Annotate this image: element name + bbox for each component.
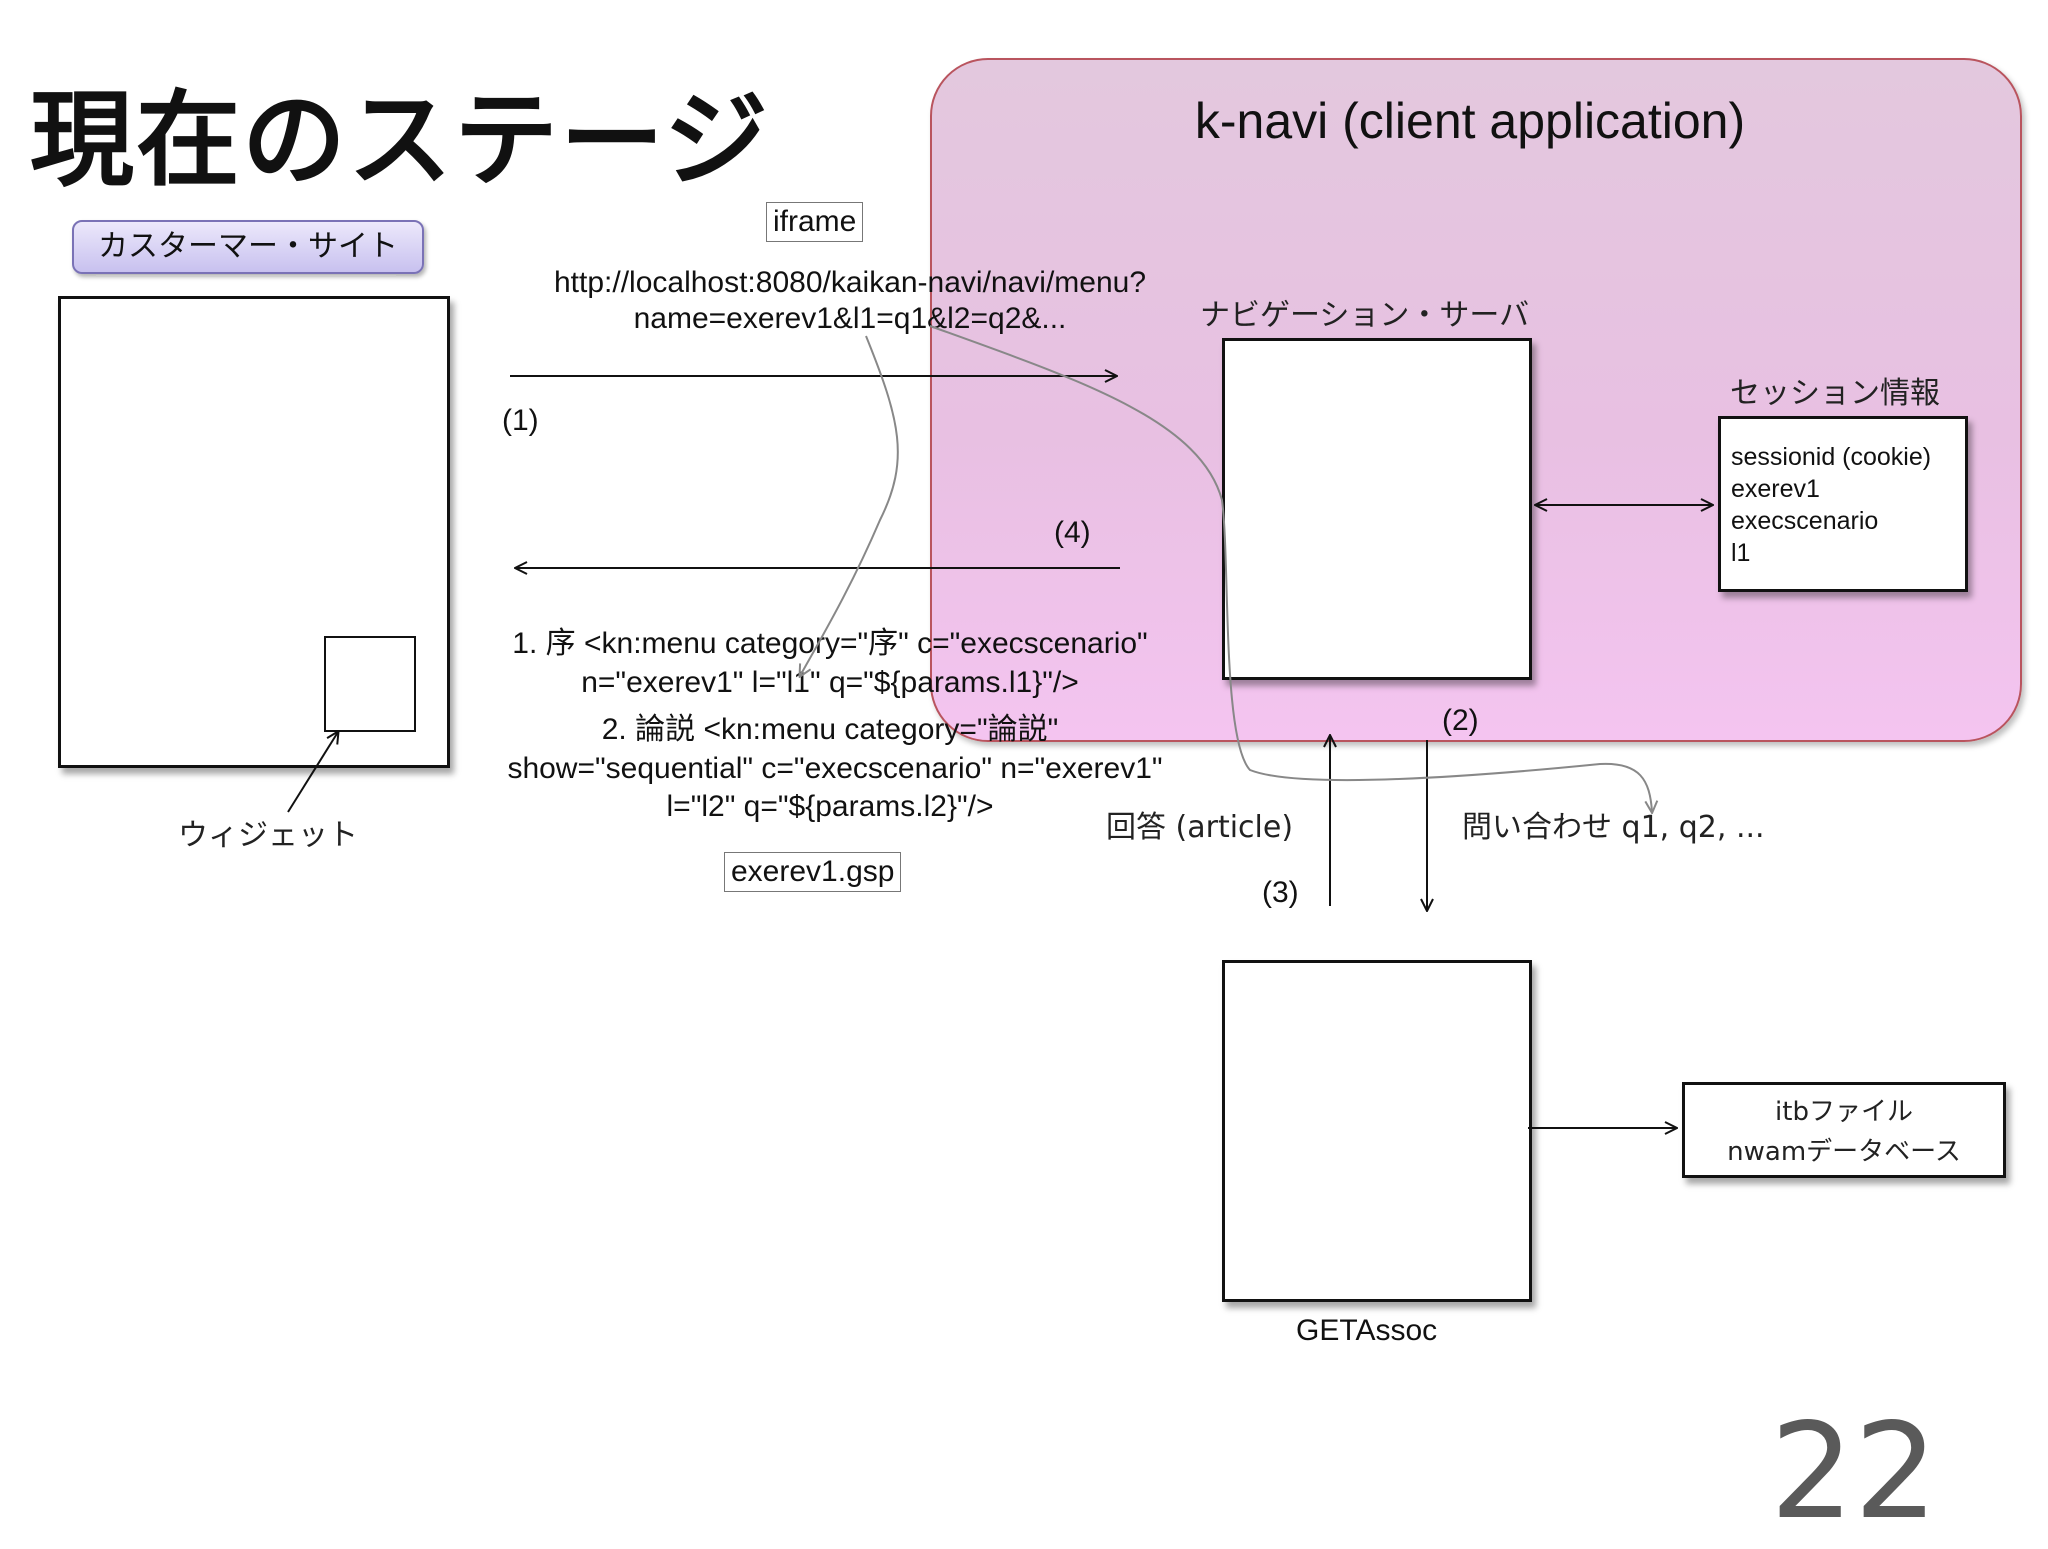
request-url-line-1: http://localhost:8080/kaikan-navi/navi/m… [553,266,1147,299]
widget-label: ウィジェット [178,818,358,853]
menu-code-line-2: n="exerev1" l="l1" q="${params.l1}"/> [581,666,1079,699]
slide-title: 現在のステージ [30,79,770,201]
step-2-label: (2) [1442,704,1479,737]
widget-box [324,636,416,732]
session-item: exerev1 [1731,475,1820,503]
menu-code-line-5: l="l2" q="${params.l2}"/> [666,790,994,823]
client-application-title: k-navi (client application) [1194,93,1746,149]
database-line-1: itbファイル [1775,1097,1913,1127]
step-3-label: (3) [1262,876,1299,909]
getassoc-box [1222,960,1532,1302]
session-item: l1 [1731,539,1751,567]
step-1-label: (1) [502,404,539,437]
session-info-label: セッション情報 [1730,376,1940,411]
menu-code-line-1: 1. 序 <kn:menu category="序" c="execscenar… [512,627,1148,660]
database-box: itbファイル nwamデータベース [1682,1082,2006,1178]
answer-label: 回答 (article) [1106,810,1294,845]
session-item: sessionid (cookie) [1731,443,1932,471]
iframe-tag: iframe [766,202,864,242]
database-line-2: nwamデータベース [1727,1137,1961,1167]
navigation-server-box [1222,338,1532,680]
request-url-line-2: name=exerev1&l1=q1&l2=q2&... [633,302,1067,335]
menu-code-line-4: show="sequential" c="execscenario" n="ex… [507,752,1163,785]
navigation-server-label: ナビゲーション・サーバ [1200,298,1530,333]
session-info-box: sessionid (cookie) exerev1 execscenario … [1718,416,1968,592]
getassoc-label: GETAssoc [1296,1314,1438,1347]
step-4-label: (4) [1054,516,1091,549]
query-label: 問い合わせ q1, q2, ... [1462,810,1765,845]
page-number: 22 [1770,1395,1938,1549]
gsp-file-tag: exerev1.gsp [724,852,902,892]
menu-code-line-3: 2. 論説 <kn:menu category="論説" [601,713,1059,746]
session-item: execscenario [1731,507,1879,535]
customer-site-label: カスターマー・サイト [72,220,424,274]
